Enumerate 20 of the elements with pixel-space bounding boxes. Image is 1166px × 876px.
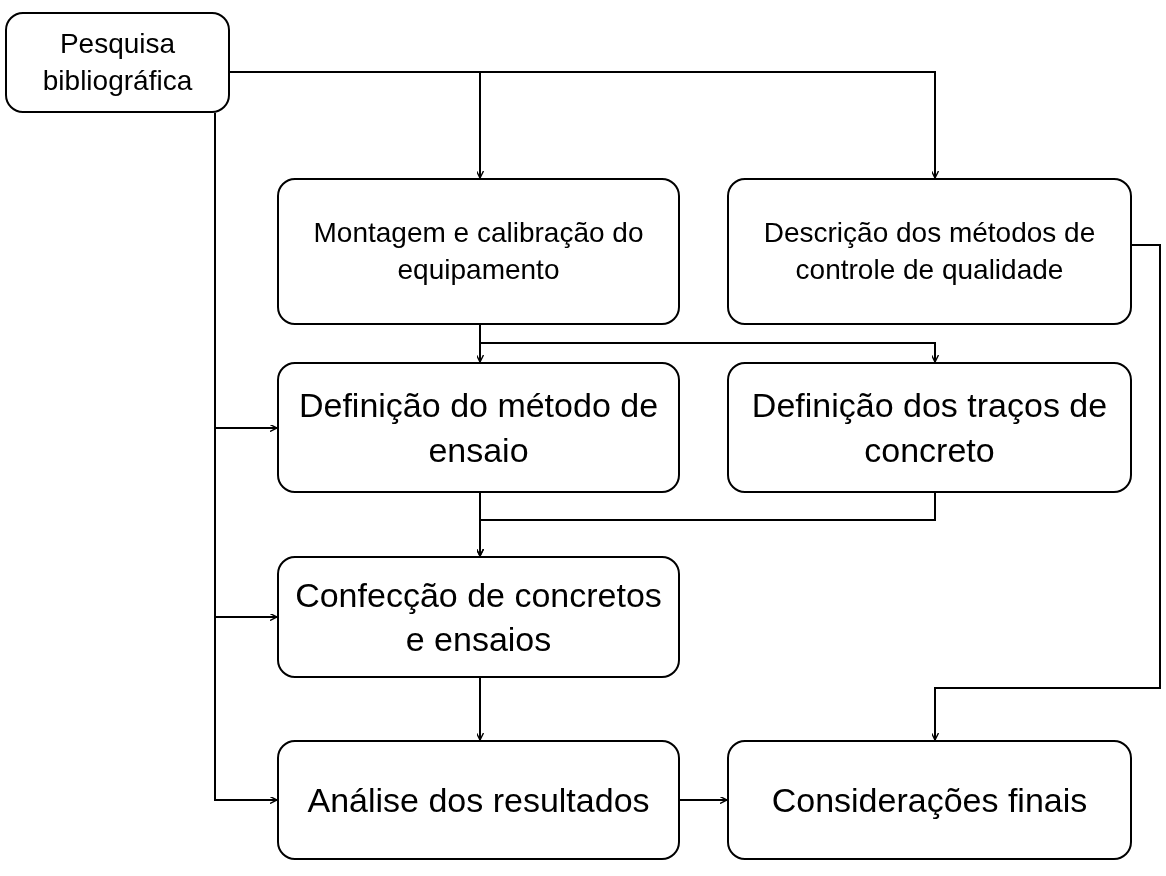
box-label: Definição dos traços de concreto: [750, 385, 1109, 471]
box-label: Análise dos resultados: [307, 779, 650, 821]
process-box: [277, 740, 680, 860]
process-box: [727, 740, 1132, 860]
process-box: [727, 178, 1132, 325]
process-box: [277, 362, 680, 493]
box-label: Descrição dos métodos de controle de qualidade: [762, 216, 1097, 287]
process-box: [277, 556, 680, 678]
process-box: [5, 12, 230, 113]
box-label: Montagem e calibração do equipamento: [312, 216, 645, 287]
process-box: [727, 362, 1132, 493]
box-label: Definição do método de ensaio: [297, 385, 660, 471]
arrow: [930, 244, 1161, 741]
box-label: Pesquisa bibliográfica: [41, 27, 194, 98]
box-label: Confecção de concretos e ensaios: [294, 574, 663, 660]
process-box: [277, 178, 680, 325]
arrow: [679, 795, 728, 805]
arrow: [475, 492, 936, 557]
box-label: Considerações finais: [771, 779, 1088, 821]
arrow: [475, 677, 485, 741]
